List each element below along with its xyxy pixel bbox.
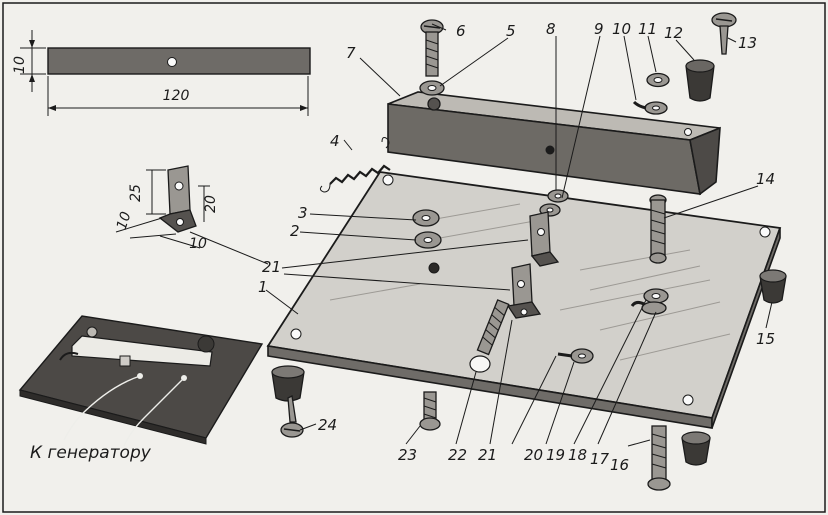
label-part-4: 4 (330, 132, 340, 150)
foot-right-bottom (681, 431, 711, 466)
terminal-lug-19-20 (557, 348, 594, 364)
foot-15 (759, 269, 787, 304)
label-part-12: 12 (664, 24, 683, 42)
bar-mount-nut (427, 97, 441, 111)
label-part-16: 16 (610, 456, 629, 474)
screw-13 (711, 12, 737, 55)
contact-bar (387, 91, 721, 196)
part-labels: 1 2 3 4 5 6 7 8 9 10 11 12 13 14 15 16 1… (258, 20, 775, 474)
label-part-15: 15 (756, 330, 775, 348)
label-part-13: 13 (738, 34, 757, 52)
screw-6-shank (425, 31, 439, 77)
bracket-height-dim: 25 (128, 184, 144, 202)
label-part-8: 8 (546, 20, 556, 38)
label-part-21: 21 (262, 258, 281, 276)
screw-6 (420, 19, 444, 77)
screw-14 (649, 194, 667, 264)
label-part-14: 14 (756, 170, 775, 188)
label-part-2: 2 (290, 222, 300, 240)
generator-wire-1 (63, 375, 141, 441)
washer-5 (419, 80, 445, 96)
screw-16 (647, 425, 671, 491)
bracket-depth-dim: 10 (114, 210, 135, 232)
bar-center-hole (545, 145, 555, 155)
strip-width-dim: 10 (12, 56, 28, 74)
foot-left (271, 365, 305, 402)
label-part-7: 7 (346, 44, 356, 62)
label-part-24: 24 (318, 416, 337, 434)
spring-part (319, 137, 391, 193)
bracket-21-lower (506, 263, 542, 319)
washer-2 (414, 231, 442, 249)
label-part-11: 11 (638, 20, 657, 38)
bracket-hole-dim: 20 (203, 195, 219, 213)
label-part-5: 5 (506, 22, 516, 40)
board-terminal-hole (428, 262, 440, 274)
rubber-knob-12 (685, 59, 715, 102)
generator-caption: К генератору (30, 443, 152, 463)
bracket-detail: 25 20 10 10 (114, 165, 219, 252)
label-part-9: 9 (594, 20, 604, 38)
label-part-19: 19 (546, 446, 565, 464)
strip-length-dim: 120 (163, 88, 190, 104)
strip-body (47, 47, 311, 75)
bar-end-face (689, 126, 721, 196)
label-part-1: 1 (258, 278, 268, 296)
strip-detail: 10 120 (12, 30, 311, 116)
assembled-view (18, 315, 264, 447)
label-part-21-lower: 21 (478, 446, 497, 464)
leader-lines (189, 23, 773, 447)
label-part-18: 18 (568, 446, 587, 464)
washer-3 (412, 209, 440, 227)
screw-24 (280, 395, 304, 438)
label-part-22: 22 (448, 446, 467, 464)
label-part-6: 6 (456, 22, 466, 40)
bracket-width-dim: 10 (189, 236, 207, 252)
label-part-3: 3 (298, 204, 308, 222)
terminal-lug-10 (632, 100, 668, 115)
label-part-17: 17 (590, 450, 610, 468)
screw-23 (419, 391, 441, 431)
assembled-bar (71, 335, 213, 367)
bracket-21-upper (529, 211, 560, 267)
screw-22 (469, 299, 510, 373)
generator-wire-2 (123, 377, 185, 447)
label-part-10: 10 (612, 20, 631, 38)
washer-11 (646, 72, 670, 88)
strip-hole (167, 57, 177, 67)
board-hatching (329, 203, 731, 361)
label-part-23: 23 (398, 446, 417, 464)
label-part-20: 20 (524, 446, 543, 464)
